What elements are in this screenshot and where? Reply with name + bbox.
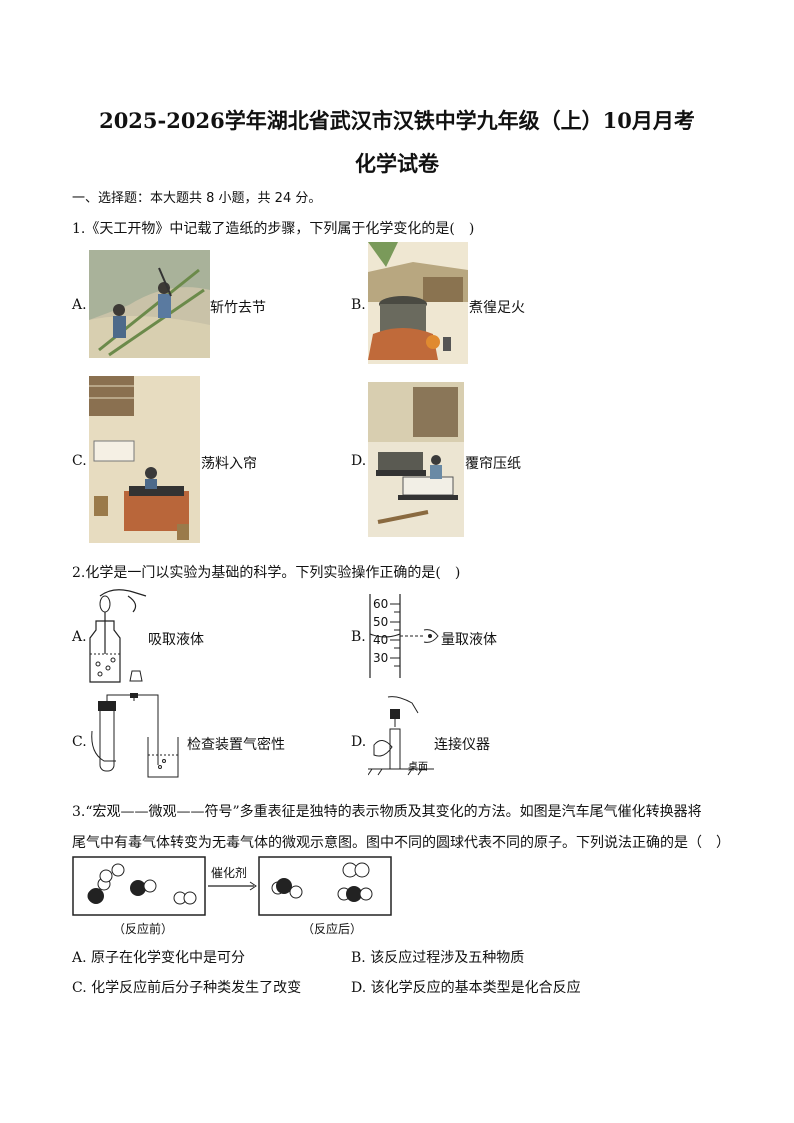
desk-label: 桌面 [408,762,428,773]
q2-image-airtightness-check [88,693,184,785]
q1-image-cutting-bamboo [89,250,210,358]
section-heading: 一、选择题：本大题共 8 小题，共 24 分。 [72,191,322,206]
q3-option-b-text: 该反应过程涉及五种物质 [370,950,525,966]
q2-image-dropper [88,586,148,686]
q2-image-graduated-cylinder [368,594,440,678]
q2-option-a-letter[interactable]: A. [72,629,87,645]
q2-option-a-text: 吸取液体 [148,632,204,648]
q3-option-c-text: 化学反应前后分子种类发生了改变 [91,980,302,996]
q2-option-d-letter[interactable]: D. [351,734,367,750]
q1-option-c-text: 荡料入帘 [201,456,257,472]
q1-option-a-text: 斩竹去节 [210,300,266,316]
q3-option-a-letter: A. [72,950,87,966]
q1-option-a-letter[interactable]: A. [72,297,87,313]
q1-image-screen-pulp [89,376,200,543]
exam-subtitle: 化学试卷 [355,151,439,176]
q2-image-bottle-cap [128,669,144,683]
q1-option-d-letter[interactable]: D. [351,453,367,469]
catalyst-label: 催化剂 [211,866,248,880]
reaction-before-box [72,856,206,916]
q3-option-b-letter: B. [351,950,366,966]
q2-option-b-letter[interactable]: B. [351,629,366,645]
q1-option-b-text: 煮徨足火 [469,300,525,316]
exam-title: 2025-2026学年湖北省武汉市汉铁中学九年级（上）10月月考 [99,108,695,133]
cylinder-tick-60: 60 [373,597,389,611]
q1-image-press-paper [368,382,464,537]
q3-option-d[interactable]: D. 该化学反应的基本类型是化合反应 [351,977,581,997]
q2-option-c-text: 检查装置气密性 [187,737,285,753]
q3-option-d-text: 该化学反应的基本类型是化合反应 [370,980,581,996]
reaction-arrow [206,876,258,896]
q2-option-d-text: 连接仪器 [434,737,490,753]
after-label: （反应后） [302,922,363,936]
q3-option-a-text: 原子在化学变化中是可分 [91,950,246,966]
q3-option-b[interactable]: B. 该反应过程涉及五种物质 [351,947,524,967]
question-3-stem-line2: 尾气中有毒气体转变为无毒气体的微观示意图。图中不同的圆球代表不同的原子。下列说法… [72,835,730,851]
q1-option-d-text: 覆帘压纸 [465,456,521,472]
cylinder-tick-40: 40 [373,633,389,647]
cylinder-tick-30: 30 [373,651,389,665]
q3-option-d-letter: D. [351,980,367,996]
q3-option-a[interactable]: A. 原子在化学变化中是可分 [72,947,245,967]
question-3-stem-line1: 3.“宏观——微观——符号”多重表征是独特的表示物质及其变化的方法。如图是汽车尾… [72,804,702,820]
q2-option-c-letter[interactable]: C. [72,734,87,750]
q1-option-b-letter[interactable]: B. [351,297,366,313]
q3-option-c-letter: C. [72,980,87,996]
before-label: （反应前） [113,922,174,936]
q1-image-boiling [368,242,468,364]
q2-option-b-text: 量取液体 [441,632,497,648]
q1-option-c-letter[interactable]: C. [72,453,87,469]
question-2-stem: 2.化学是一门以实验为基础的科学。下列实验操作正确的是( ) [72,565,461,581]
q3-option-c[interactable]: C. 化学反应前后分子种类发生了改变 [72,977,301,997]
q2-image-connect-apparatus [368,695,438,785]
cylinder-tick-50: 50 [373,615,389,629]
question-1-stem: 1.《天工开物》中记载了造纸的步骤，下列属于化学变化的是( ) [72,221,475,237]
reaction-after-box [258,856,392,916]
